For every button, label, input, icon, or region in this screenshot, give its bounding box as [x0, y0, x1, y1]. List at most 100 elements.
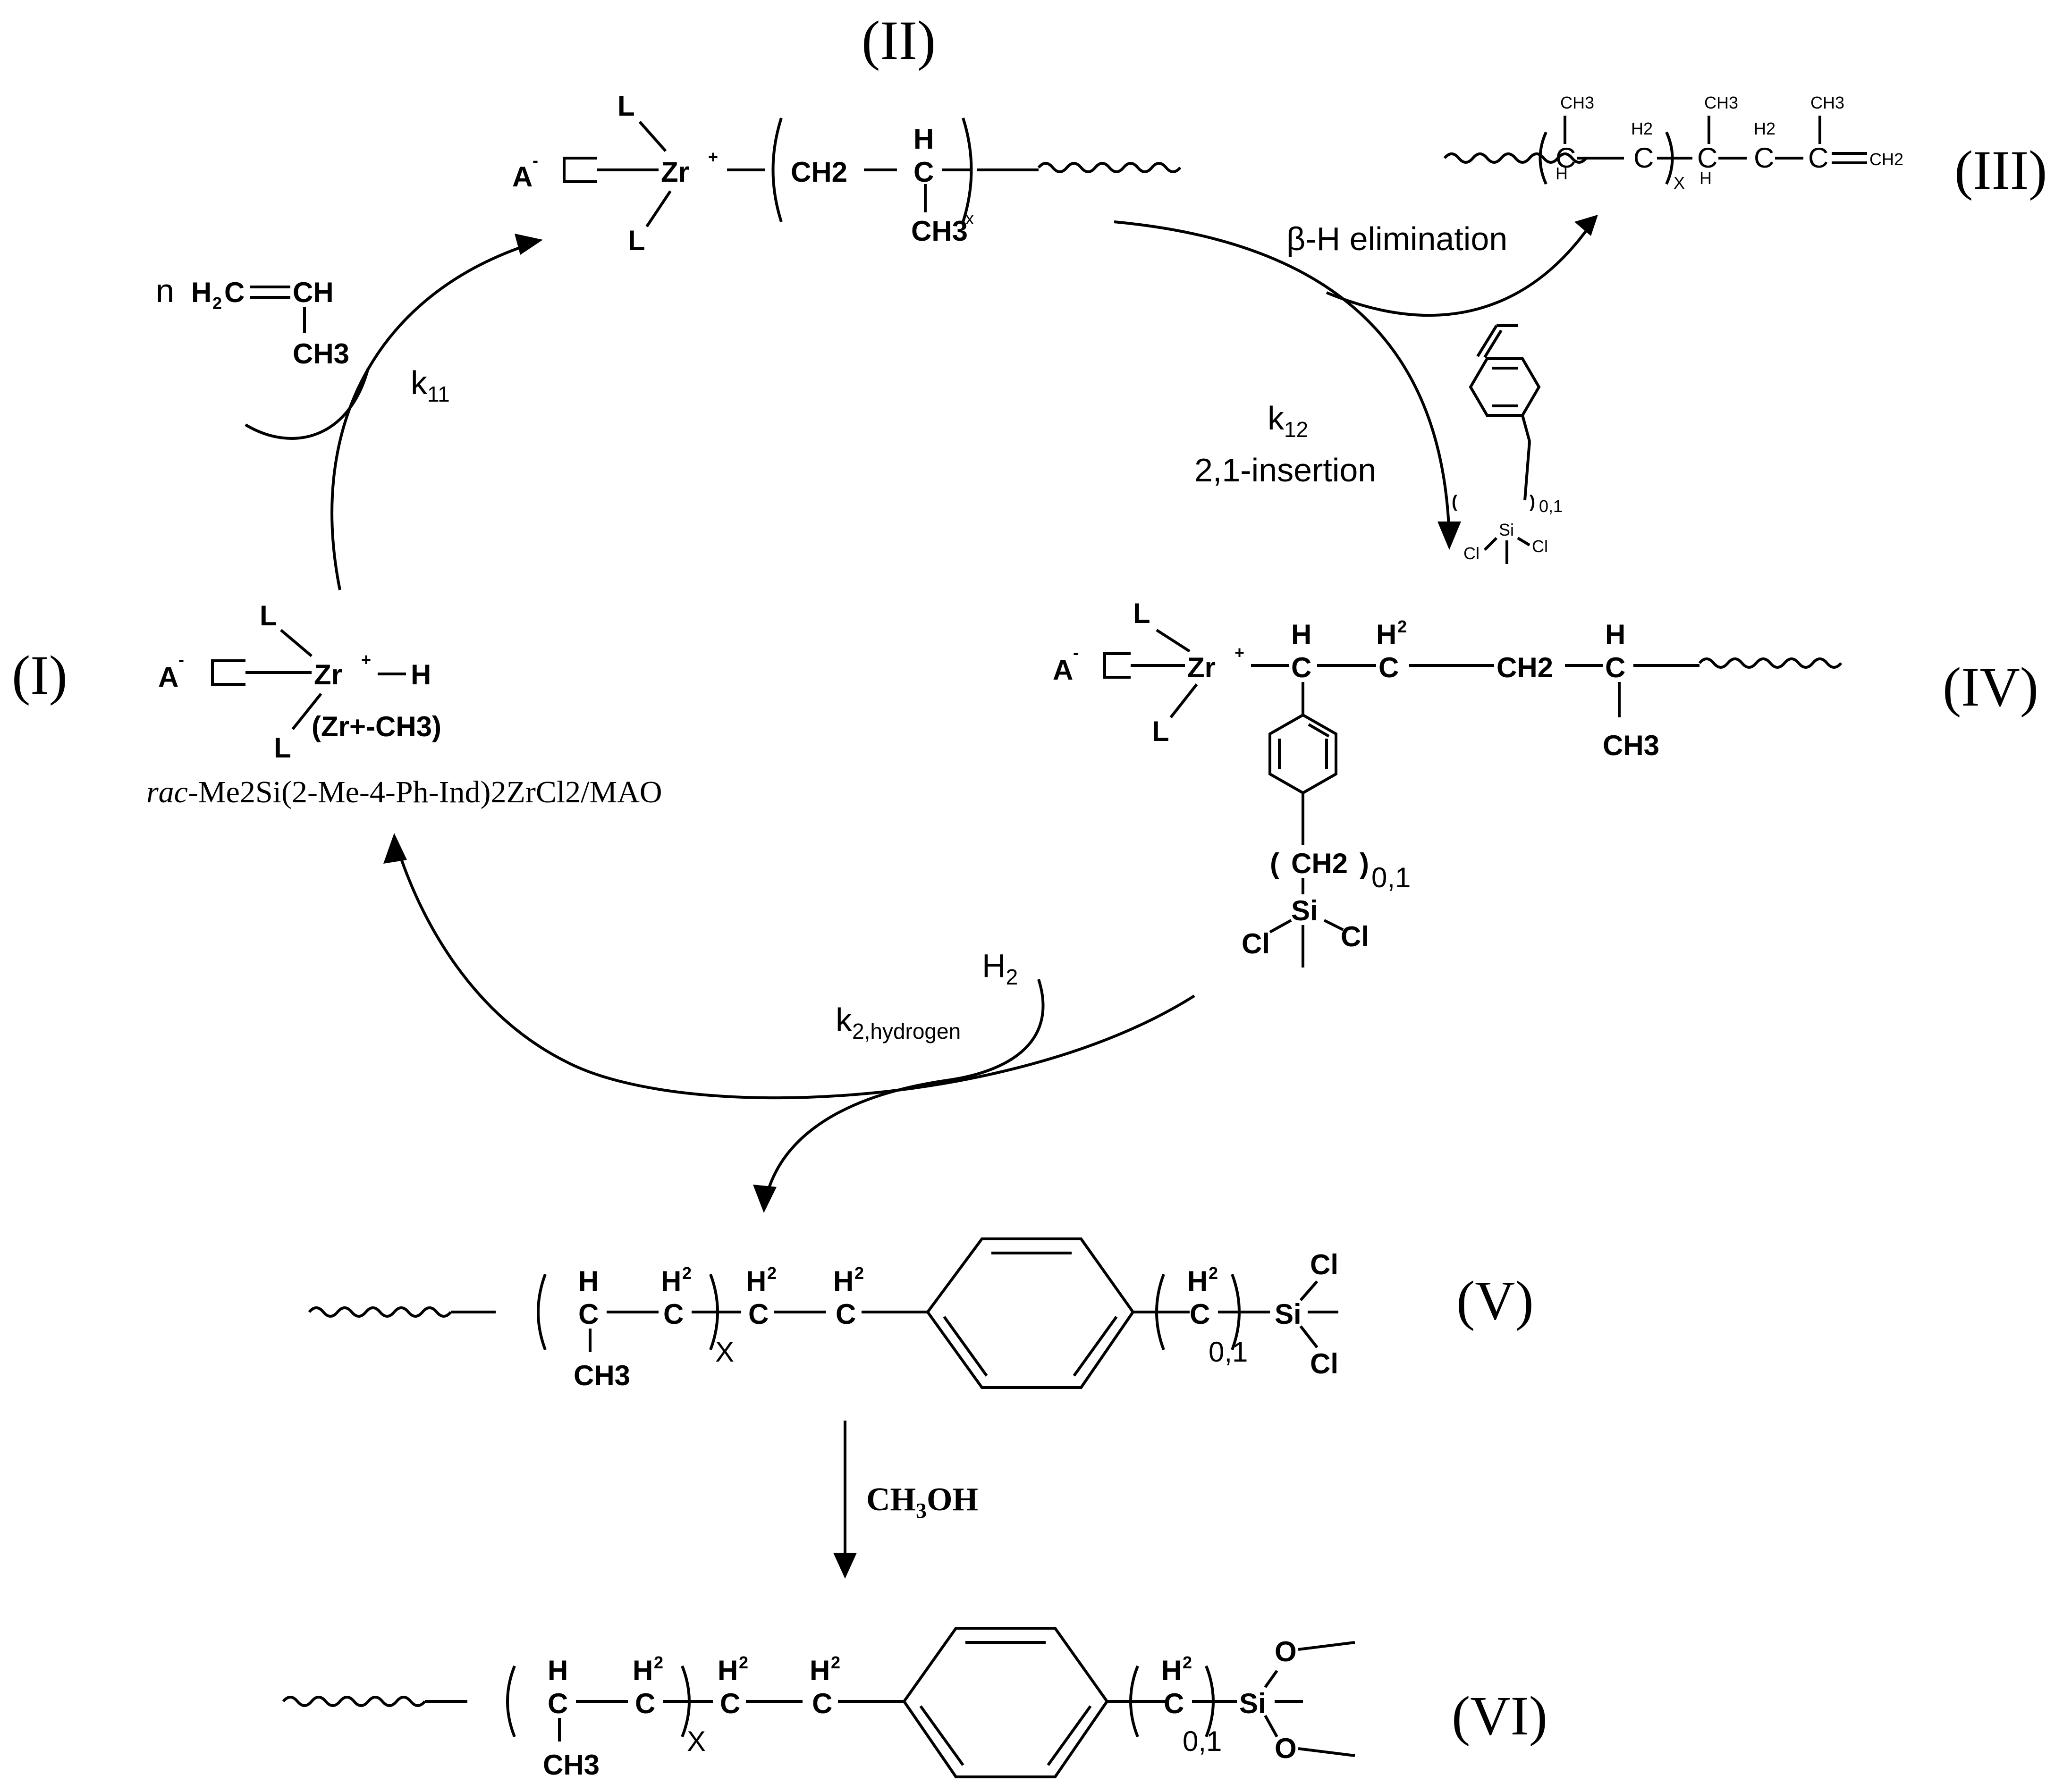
anion-A: A	[158, 661, 178, 693]
propylene-monomer: n H 2 C CH CH3	[156, 272, 349, 370]
svg-text:H2: H2	[1754, 119, 1776, 138]
svg-text:C: C	[836, 1298, 856, 1330]
svg-text:Si: Si	[1275, 1298, 1302, 1330]
compound-III: C H CH3 H2 C X C H CH3 H2 C C CH3 CH2	[1445, 93, 1903, 193]
reagent-hydrogen: H2	[982, 947, 1018, 989]
svg-text:H: H	[548, 1655, 568, 1686]
svg-text:C: C	[224, 277, 245, 308]
svg-text:Cl: Cl	[1242, 928, 1270, 959]
compound-IV: A - Zr + L L H C H 2 C CH2 H C CH3 ( CH2…	[1053, 597, 1841, 968]
svg-text:-: -	[1073, 643, 1079, 662]
arrow-propagation	[330, 242, 534, 590]
zirconium-center: Zr	[314, 659, 342, 690]
step-2-1-insertion: 2,1-insertion	[1194, 452, 1376, 488]
benzene-ring	[926, 1237, 1135, 1389]
svg-text:Si: Si	[1239, 1688, 1266, 1719]
polymer-chain-wavy	[1699, 659, 1841, 667]
arrow-chain-transfer	[395, 844, 1195, 1100]
ligand-L: L	[1152, 715, 1169, 747]
svg-text:C: C	[1190, 1298, 1210, 1330]
arrow-monomer-entry	[245, 368, 370, 440]
svg-text:2: 2	[854, 1263, 864, 1283]
svg-text:C: C	[1378, 652, 1399, 683]
compound-I: A - Zr + H L L (Zr+-CH3)	[158, 600, 441, 764]
svg-text:CH3: CH3	[1704, 93, 1738, 112]
ligand-L: L	[274, 732, 291, 764]
svg-text:2: 2	[1209, 1263, 1218, 1283]
zirconium-center: Zr	[661, 156, 689, 188]
ligand-L: L	[628, 225, 645, 256]
svg-text:2: 2	[1183, 1653, 1192, 1672]
svg-text:CH3: CH3	[1560, 93, 1594, 112]
svg-text:): )	[1360, 848, 1369, 879]
zr-methyl-species: (Zr+-CH3)	[312, 711, 441, 742]
ligand-L: L	[1133, 597, 1150, 629]
svg-text:Si: Si	[1499, 520, 1514, 539]
label-IV: (IV)	[1943, 656, 2038, 718]
arrow-2-1-insertion	[1114, 220, 1451, 538]
svg-text:H: H	[411, 659, 431, 690]
svg-text:H: H	[633, 1655, 653, 1686]
svg-text:H: H	[746, 1265, 766, 1297]
reagent-methanol: CH3OH	[866, 1481, 978, 1523]
svg-text:2: 2	[1397, 617, 1407, 636]
catalyst-name: rac-Me2Si(2-Me-4-Ph-Ind)2ZrCl2/MAO	[146, 775, 662, 809]
benzene-ring	[902, 1627, 1109, 1778]
svg-text:(: (	[1452, 492, 1457, 511]
svg-text:C: C	[578, 1298, 599, 1330]
svg-text:+: +	[708, 147, 718, 167]
svg-text:(: (	[1270, 848, 1279, 879]
svg-text:C: C	[720, 1688, 740, 1719]
arrow-to-product-V	[763, 979, 1045, 1204]
svg-text:C: C	[1556, 142, 1576, 174]
svg-text:-: -	[533, 151, 538, 170]
svg-text:CH3: CH3	[293, 338, 349, 370]
svg-text:0,1: 0,1	[1209, 1336, 1248, 1368]
svg-text:0,1: 0,1	[1183, 1725, 1222, 1757]
svg-text:0,1: 0,1	[1539, 496, 1563, 516]
svg-text:Cl: Cl	[1310, 1348, 1338, 1380]
svg-text:2: 2	[831, 1653, 840, 1672]
svg-text:Cl: Cl	[1341, 921, 1369, 952]
arrow-beta-h-elimination	[1326, 223, 1592, 317]
svg-text:0,1: 0,1	[1371, 862, 1411, 893]
svg-text:2: 2	[767, 1263, 777, 1283]
compound-V: H C CH3 H 2 C X H 2 C H 2 C H 2 C 0,1 Si…	[309, 1237, 1338, 1391]
polymer-chain-wavy	[309, 1308, 451, 1316]
svg-text:Cl: Cl	[1463, 544, 1480, 563]
svg-text:CH: CH	[293, 277, 334, 308]
svg-text:H: H	[913, 123, 934, 155]
ligand-L: L	[617, 90, 635, 122]
repeat-bracket-open	[771, 118, 783, 222]
svg-text:CH3: CH3	[574, 1360, 630, 1391]
svg-text:C: C	[548, 1688, 568, 1719]
svg-text:Si: Si	[1291, 895, 1318, 926]
svg-text:C: C	[1754, 142, 1774, 174]
svg-text:Cl: Cl	[1532, 537, 1548, 556]
polymer-chain-wavy	[283, 1697, 425, 1706]
svg-text:C: C	[913, 156, 934, 188]
svg-text:+: +	[1234, 643, 1244, 662]
step-k2-hydrogen: k2,hydrogen	[836, 1001, 961, 1043]
svg-text:CH3: CH3	[543, 1749, 600, 1781]
svg-text:CH2: CH2	[1291, 848, 1348, 879]
svg-text:C: C	[1164, 1688, 1184, 1719]
zirconium-center: Zr	[1187, 652, 1216, 683]
svg-text:H: H	[1376, 619, 1396, 650]
repeat-bracket-close	[962, 118, 973, 222]
svg-text:CH3: CH3	[1810, 93, 1844, 112]
svg-text:H2: H2	[1631, 119, 1653, 138]
label-III: (III)	[1954, 139, 2047, 201]
label-VI: (VI)	[1452, 1685, 1547, 1747]
svg-text:H: H	[191, 277, 211, 308]
monomer-count: n	[156, 272, 174, 309]
svg-text:O: O	[1275, 1733, 1297, 1764]
anion-A: A	[512, 161, 533, 193]
polymer-chain-wavy	[1039, 163, 1180, 172]
svg-text:-: -	[178, 650, 184, 669]
step-k11: k11	[411, 364, 450, 406]
svg-text:H: H	[833, 1265, 854, 1297]
svg-text:CH3: CH3	[1603, 730, 1659, 761]
svg-text:H: H	[578, 1265, 599, 1297]
